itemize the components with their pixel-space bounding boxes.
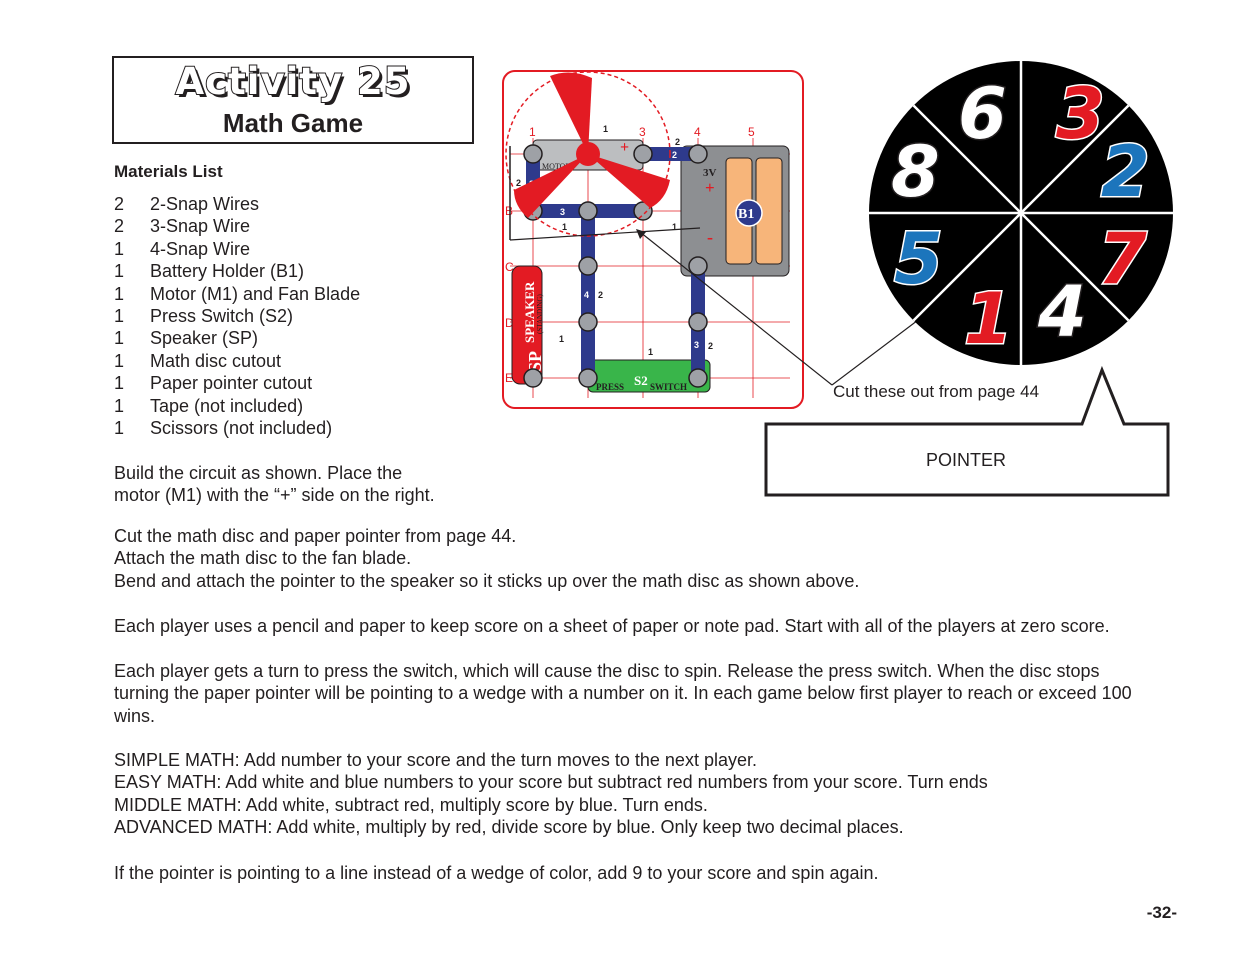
wire-number: 2 (672, 150, 677, 160)
motor-label: MOTOR (542, 162, 571, 171)
battery-badge (735, 199, 763, 227)
disc-leader-line (639, 231, 833, 386)
pointer-outline (764, 365, 1170, 497)
row-label: B (505, 204, 513, 218)
pointer-label: POINTER (925, 450, 1006, 470)
switch-right-label: SWITCH (650, 382, 687, 392)
row-label: C (505, 260, 514, 274)
switch-code: S2 (634, 373, 648, 388)
speaker-sub: (STANDING) (536, 293, 544, 334)
level-label: 2 (516, 178, 521, 188)
turn-instructions: Each player gets a turn to press the swi… (114, 661, 1132, 726)
disc-number: 5 (894, 218, 943, 300)
circuit-diagram: 1 3 4 5 B C D E 3V + - B1 MOTOR + SPEAKE… (502, 70, 804, 409)
game-modes: SIMPLE MATH: Add number to your score an… (114, 749, 1184, 839)
level-label: 1 (672, 222, 677, 232)
speaker-label: SPEAKER (522, 281, 537, 343)
disc-number: 4 (1037, 271, 1087, 353)
snap-connectors (523, 144, 708, 388)
speaker-code: SP (525, 351, 545, 372)
col-label: 5 (748, 125, 755, 139)
advanced-math: ADVANCED MATH: Add white, multiply by re… (114, 817, 904, 838)
switch-left-label: PRESS (596, 382, 624, 392)
level-label: 1 (648, 347, 653, 357)
cut-instructions: Cut the math disc and paper pointer from… (114, 526, 860, 591)
score-instructions: Each player uses a pencil and paper to k… (114, 616, 1110, 636)
wire-number: 4 (584, 290, 589, 300)
disc-wedge-lines (869, 61, 1173, 365)
pointer-line (509, 227, 701, 241)
middle-math: MIDDLE MATH: Add white, subtract red, mu… (114, 794, 708, 815)
wire-number: 3 (694, 340, 699, 350)
activity-title: Activity 25 (175, 59, 411, 104)
disc-number: 6 (958, 73, 1007, 155)
row-label: E (505, 371, 513, 385)
battery-plus: + (705, 178, 715, 197)
line-rule: If the pointer is pointing to a line ins… (114, 863, 879, 883)
fan-blade (514, 72, 670, 218)
battery-label: B1 (738, 207, 754, 222)
level-label: 2 (598, 290, 603, 300)
materials-heading: Materials List (114, 162, 223, 181)
row-label: D (505, 316, 514, 330)
level-label: 1 (562, 222, 567, 232)
disc-number: 8 (891, 131, 940, 213)
disc-numbers: 3 2 7 4 1 5 8 6 (890, 72, 1152, 362)
page-number: -32- (1146, 903, 1177, 922)
activity-title-box: Activity 25 Math Game (112, 56, 474, 144)
disc-number: 2 (1101, 131, 1150, 213)
simple-math: SIMPLE MATH: Add number to your score an… (114, 750, 757, 770)
build-instructions: Build the circuit as shown. Place the mo… (114, 463, 435, 506)
callout-text: Cut these out from page 44 (833, 382, 1040, 401)
col-label: 1 (529, 125, 536, 139)
level-label: 1 (559, 334, 564, 344)
fan-path (505, 71, 671, 237)
motor-plus: + (620, 139, 629, 156)
col-label: 3 (639, 125, 646, 139)
battery-minus: - (707, 227, 713, 247)
disc-number: 1 (964, 278, 1013, 360)
level-label: 2 (675, 137, 680, 147)
wire-number: 3 (560, 207, 565, 217)
arrowhead (636, 229, 646, 239)
level-label: 2 (708, 341, 713, 351)
activity-subtitle: Math Game (222, 108, 364, 138)
battery-voltage: 3V (703, 167, 717, 179)
disc-number: 7 (1098, 218, 1147, 300)
level-label: 1 (603, 124, 608, 134)
disc-number: 3 (1056, 73, 1105, 155)
math-disc: 3 2 7 4 1 5 8 6 (869, 61, 1173, 365)
col-label: 4 (694, 125, 701, 139)
pointer-cutout (764, 365, 1170, 497)
easy-math: EASY MATH: Add white and blue numbers to… (114, 772, 988, 793)
